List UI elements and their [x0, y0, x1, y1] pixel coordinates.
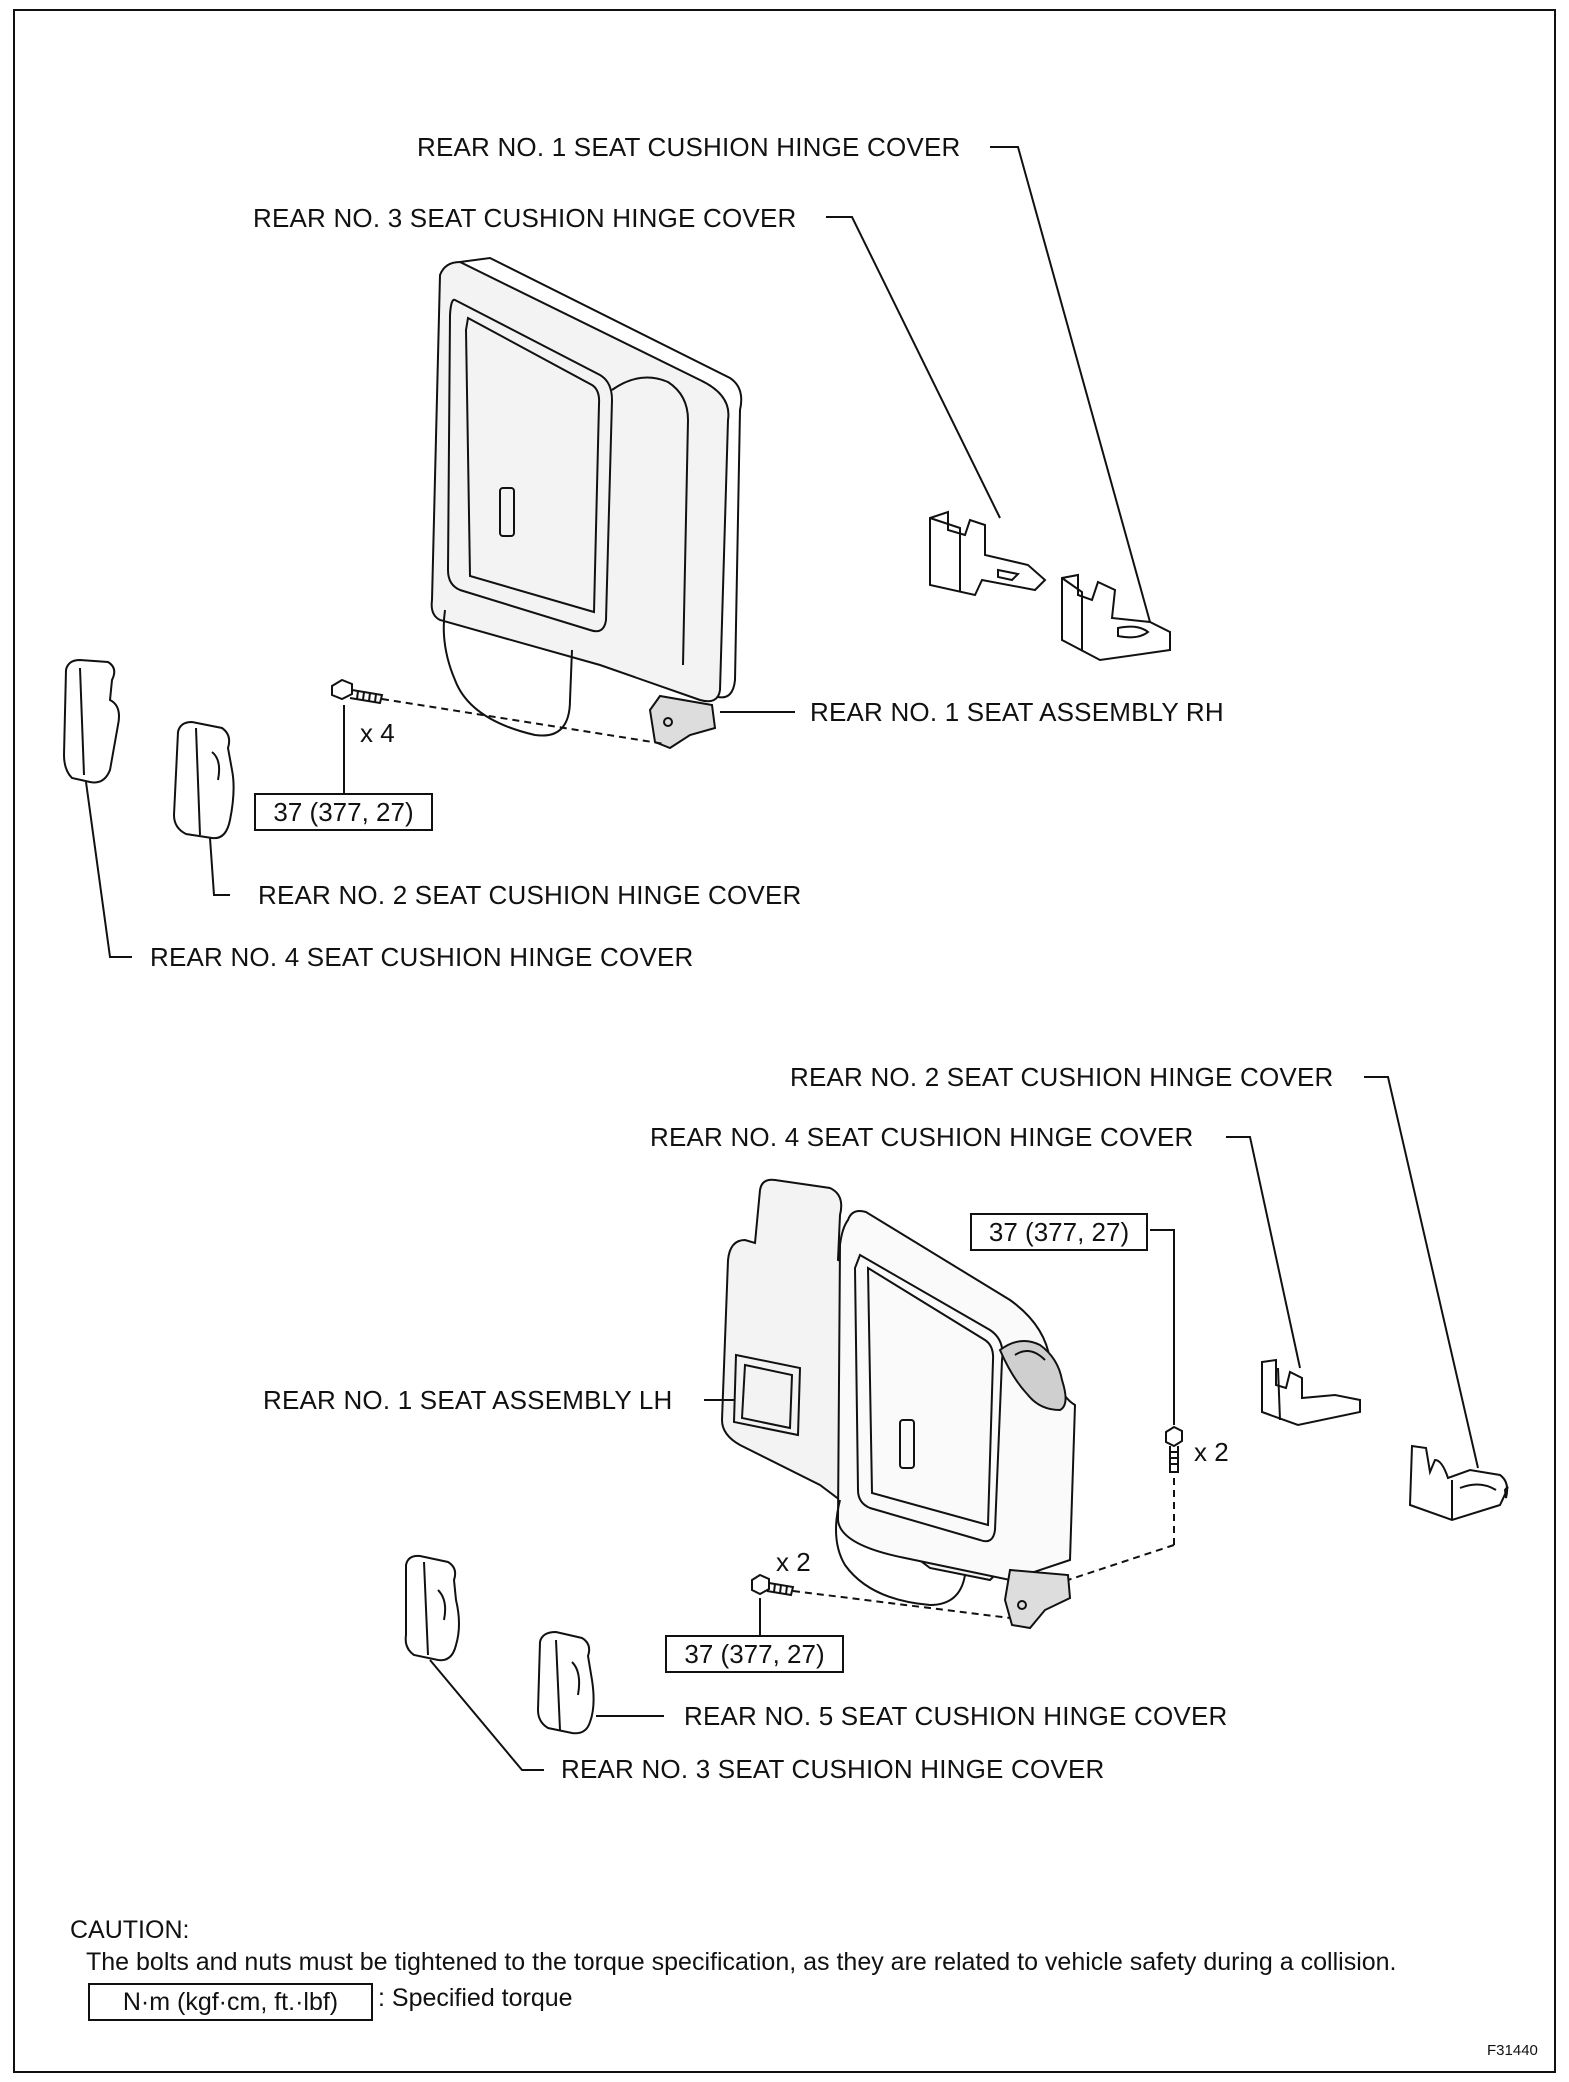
label-rear-no2-cover-a: REAR NO. 2 SEAT CUSHION HINGE COVER [258, 880, 802, 910]
torque-legend-text: : Specified torque [378, 1984, 573, 2012]
torque-legend-box: N·m (kgf·cm, ft.·lbf) [88, 1983, 373, 2021]
no5-cover-part-b [536, 1630, 595, 1735]
seat-assembly-lh-drawing [720, 1178, 1077, 1630]
page-frame [13, 9, 1556, 2073]
torque-spec-b-upper: 37 (377, 27) [970, 1213, 1148, 1251]
label-rear-no4-cover-a: REAR NO. 4 SEAT CUSHION HINGE COVER [150, 942, 694, 972]
no4-cover-part-a [62, 658, 120, 784]
no4-cover-part-b [1261, 1358, 1361, 1427]
bolt-quantity-b-upper: x 2 [1194, 1437, 1229, 1467]
no1-cover-part-a [1061, 573, 1171, 662]
caution-heading: CAUTION: [70, 1916, 190, 1944]
no3-cover-part-a [929, 510, 1047, 597]
caution-text: The bolts and nuts must be tightened to … [86, 1948, 1397, 1976]
torque-spec-a: 37 (377, 27) [254, 793, 433, 831]
figure-id: F31440 [1487, 2042, 1538, 2059]
label-rear-no2-cover-b: REAR NO. 2 SEAT CUSHION HINGE COVER [790, 1062, 1334, 1092]
bolt-quantity-a: x 4 [360, 718, 395, 748]
seat-assembly-rh-drawing [430, 256, 743, 750]
label-rear-no3-cover-b: REAR NO. 3 SEAT CUSHION HINGE COVER [561, 1754, 1105, 1784]
label-rear-no3-cover-a: REAR NO. 3 SEAT CUSHION HINGE COVER [253, 203, 797, 233]
label-rear-no5-cover-b: REAR NO. 5 SEAT CUSHION HINGE COVER [684, 1701, 1228, 1731]
label-rear-no4-cover-b: REAR NO. 4 SEAT CUSHION HINGE COVER [650, 1122, 1194, 1152]
label-seat-assembly-lh: REAR NO. 1 SEAT ASSEMBLY LH [263, 1385, 673, 1415]
bolt-a [331, 678, 384, 705]
no2-cover-part-a [172, 720, 235, 840]
label-seat-assembly-rh: REAR NO. 1 SEAT ASSEMBLY RH [810, 697, 1224, 727]
torque-spec-b-lower: 37 (377, 27) [665, 1635, 844, 1673]
no2-cover-part-b [1408, 1444, 1509, 1522]
no3-cover-part-b [404, 1554, 460, 1662]
bolt-b-lower [751, 1573, 795, 1597]
bolt-b-upper [1165, 1425, 1183, 1473]
label-rear-no1-cover-a: REAR NO. 1 SEAT CUSHION HINGE COVER [417, 132, 961, 162]
bolt-quantity-b-lower: x 2 [776, 1547, 811, 1577]
